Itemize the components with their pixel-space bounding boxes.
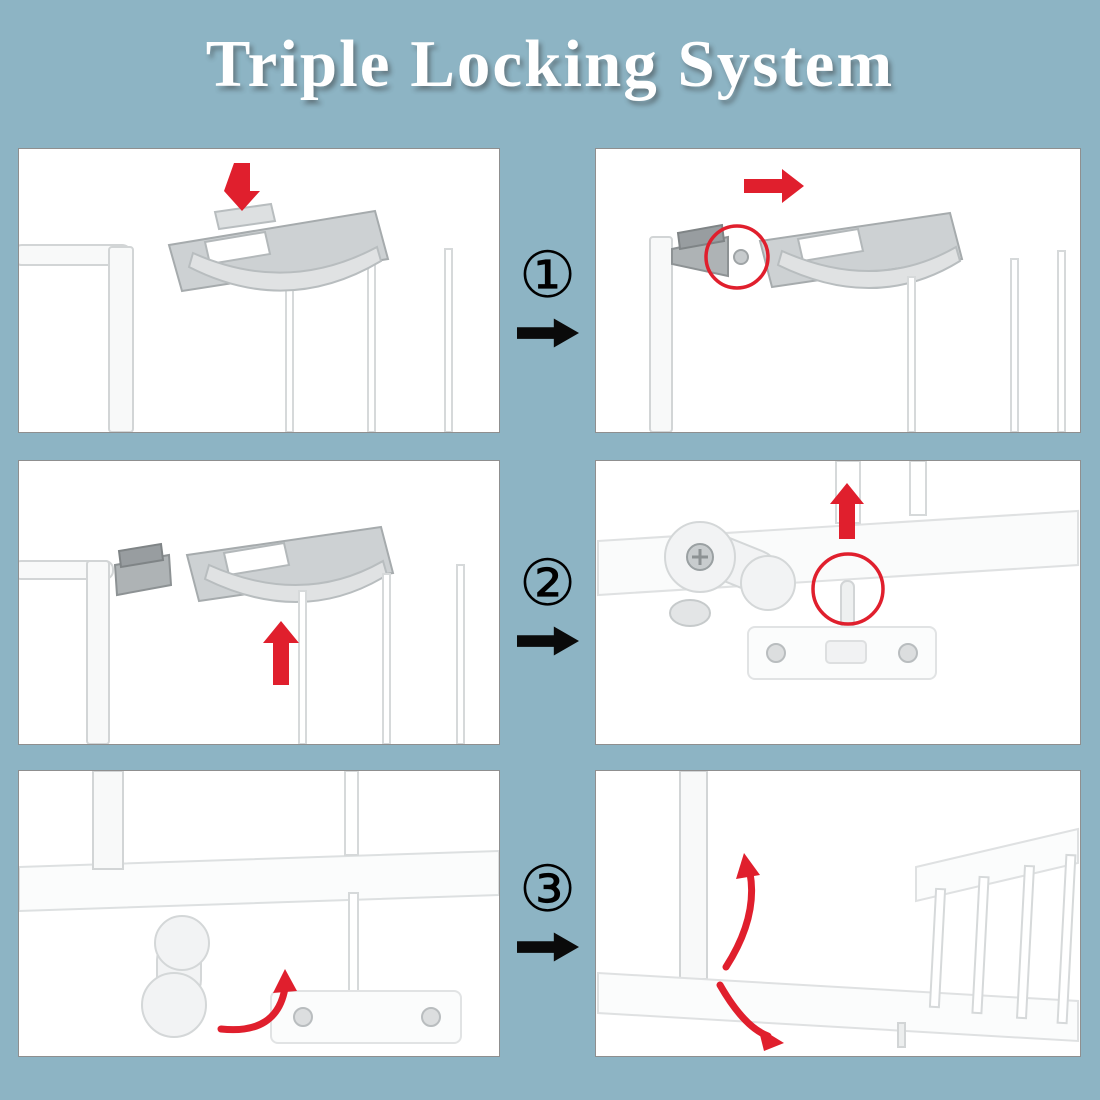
lock-handle: [185, 525, 395, 604]
latch-catch: [671, 223, 729, 278]
step3-after-panel: [595, 770, 1081, 1057]
step3-indicator: ③: [500, 770, 595, 962]
step1-before-panel: [18, 148, 500, 433]
step1-before-illustration: [19, 163, 453, 432]
gate-bar: [1010, 258, 1019, 432]
red-circle-highlight: [811, 552, 885, 626]
gate-bar: [285, 276, 294, 432]
step1-number: ①: [518, 240, 577, 311]
red-curved-arrow-head: [273, 969, 297, 993]
step2-indicator: ②: [500, 460, 595, 656]
latch-pin: [840, 580, 855, 630]
gate-door: [915, 827, 1079, 1025]
red-up-arrow-icon: [263, 621, 299, 685]
lock-handle: [758, 211, 964, 290]
gate-bar: [1057, 250, 1066, 432]
gate-bar: [444, 248, 453, 432]
red-curved-up-arrow-head: [736, 853, 760, 879]
red-down-arrow-icon: [224, 163, 260, 211]
gate-bar: [344, 771, 359, 856]
red-curved-up-arrow-icon: [722, 869, 756, 971]
screw-icon: [686, 543, 714, 571]
black-right-arrow-icon: [516, 318, 579, 348]
lock-handle: [167, 202, 390, 293]
page-title: Triple Locking System: [205, 27, 895, 101]
foot-pedal: [141, 915, 210, 1038]
base-plate: [747, 626, 937, 680]
step2-before-illustration: [19, 525, 465, 744]
gate-bar: [298, 590, 307, 744]
step2-after-panel: [595, 460, 1081, 745]
black-right-arrow-icon: [516, 932, 579, 962]
gate-rail: [19, 849, 499, 913]
red-circle-highlight: [704, 224, 770, 290]
latch-pin: [733, 249, 749, 265]
gate-post: [86, 560, 110, 744]
knob-base: [669, 599, 711, 627]
gate-rail: [597, 971, 1079, 1043]
black-right-arrow-icon: [516, 626, 579, 656]
gate-post: [649, 236, 673, 432]
base-plate: [270, 990, 462, 1044]
step1-after-panel: [595, 148, 1081, 433]
step1-after-illustration: [649, 169, 1066, 432]
step2-number: ②: [518, 548, 577, 619]
gate-bar: [907, 276, 916, 432]
step2-before-panel: [18, 460, 500, 745]
step3-before-panel: [18, 770, 500, 1057]
gate-bar: [456, 564, 465, 744]
red-curved-down-arrow-head: [758, 1027, 784, 1051]
step2-after-illustration: [597, 461, 1079, 680]
red-curved-arrow-icon: [217, 984, 289, 1034]
latch-catch: [113, 542, 173, 597]
gate-bar: [909, 461, 927, 516]
step1-indicator: ①: [500, 148, 595, 348]
gate-post: [108, 246, 134, 432]
gate-post: [679, 771, 708, 980]
gate-bar: [367, 258, 376, 432]
red-right-arrow-icon: [744, 169, 804, 203]
step3-before-illustration: [19, 771, 499, 1044]
gate-bar: [382, 573, 391, 744]
latch-pin: [897, 1022, 906, 1048]
step3-after-illustration: [597, 771, 1079, 1051]
red-up-arrow-icon: [830, 483, 864, 539]
step3-number: ③: [518, 854, 577, 925]
gate-bar: [348, 892, 359, 1002]
gate-post: [92, 771, 124, 870]
